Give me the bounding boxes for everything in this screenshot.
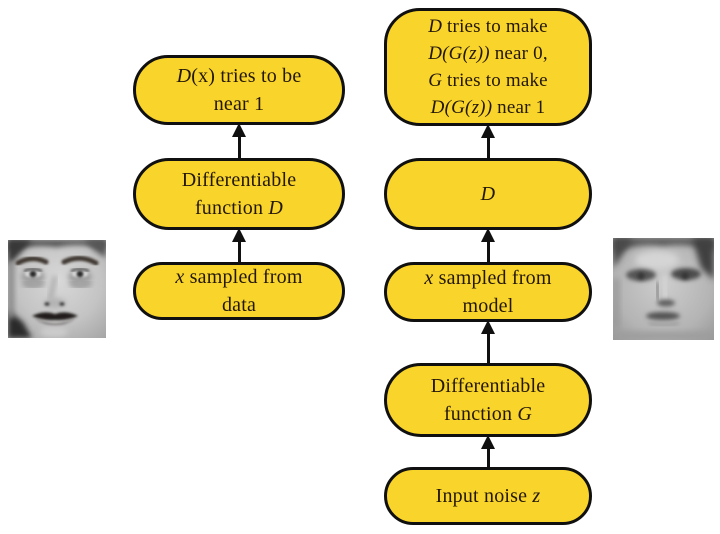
text-segment: tries to make — [442, 70, 548, 91]
box-text-line: D(x) tries to be — [177, 62, 302, 90]
text-segment: near 1 — [213, 93, 265, 115]
text-segment: Input noise — [435, 485, 533, 507]
text-segment: near 0, — [489, 43, 548, 64]
arrowhead-icon — [481, 320, 495, 334]
arrowhead-icon — [481, 124, 495, 138]
arrow-up — [480, 435, 496, 469]
grayscale-face-photo — [8, 240, 106, 338]
text-segment: D — [480, 183, 496, 205]
box-x-sampled-from-model: x sampled from model — [384, 262, 592, 322]
text-segment: near 1 — [492, 97, 546, 118]
arrow-up — [480, 228, 496, 264]
arrow-up — [480, 320, 496, 365]
grayscale-blurry-face — [613, 238, 714, 340]
box-text-line: function D — [195, 194, 283, 222]
text-segment: x — [424, 267, 434, 289]
box-d-tries-near-1: D(x) tries to be near 1 — [133, 55, 345, 125]
text-segment: x — [175, 266, 185, 288]
text-segment: Differentiable — [181, 169, 297, 191]
box-text-line: D tries to make — [428, 13, 548, 40]
box-text-line: D — [481, 180, 496, 208]
box-text-line: function G — [444, 400, 532, 428]
box-x-sampled-from-data: x sampled from data — [133, 262, 345, 320]
arrow-up — [480, 124, 496, 160]
box-text-line: G tries to make — [428, 67, 548, 94]
text-segment: sampled from — [433, 267, 552, 289]
generated-face-image — [613, 238, 714, 340]
box-text-line: x sampled from — [424, 264, 551, 292]
box-adversarial-goals: D tries to make D(G(z)) near 0, G tries … — [384, 8, 592, 126]
box-text-line: Input noise z — [436, 482, 541, 510]
text-segment: model — [462, 295, 514, 317]
box-text-line: near 1 — [214, 90, 265, 118]
text-segment: (x) tries to be — [191, 65, 302, 87]
arrow-up — [231, 123, 247, 160]
text-segment: D — [428, 16, 443, 37]
text-segment: Differentiable — [430, 375, 546, 397]
box-text-line: Differentiable — [182, 166, 297, 194]
box-text-line: D(G(z)) near 0, — [428, 40, 548, 67]
text-segment: data — [221, 294, 257, 316]
box-text-line: x sampled from — [175, 263, 302, 291]
box-differentiable-function-g: Differentiable function G — [384, 363, 592, 437]
arrowhead-icon — [232, 123, 246, 137]
arrowhead-icon — [232, 228, 246, 242]
box-input-noise-z: Input noise z — [384, 467, 592, 525]
text-segment: function — [443, 403, 518, 425]
text-segment: G — [517, 403, 533, 425]
arrowhead-icon — [481, 435, 495, 449]
box-text-line: D(G(z)) near 1 — [431, 94, 546, 121]
box-text-line: data — [222, 291, 256, 319]
text-segment: z — [532, 485, 541, 507]
box-text-line: Differentiable — [431, 372, 546, 400]
text-segment: G — [428, 70, 443, 91]
box-differentiable-function-d: Differentiable function D — [133, 158, 345, 230]
box-d: D — [384, 158, 592, 230]
text-segment: D(G(z)) — [428, 43, 490, 64]
arrow-up — [231, 228, 247, 264]
arrowhead-icon — [481, 228, 495, 242]
text-segment: sampled from — [184, 266, 303, 288]
text-segment: tries to make — [442, 16, 548, 37]
text-segment: function — [194, 197, 269, 219]
text-segment: D(G(z)) — [430, 97, 493, 118]
box-text-line: model — [463, 292, 514, 320]
text-segment: D — [268, 197, 284, 219]
real-face-image — [8, 240, 106, 338]
text-segment: D — [176, 65, 192, 87]
